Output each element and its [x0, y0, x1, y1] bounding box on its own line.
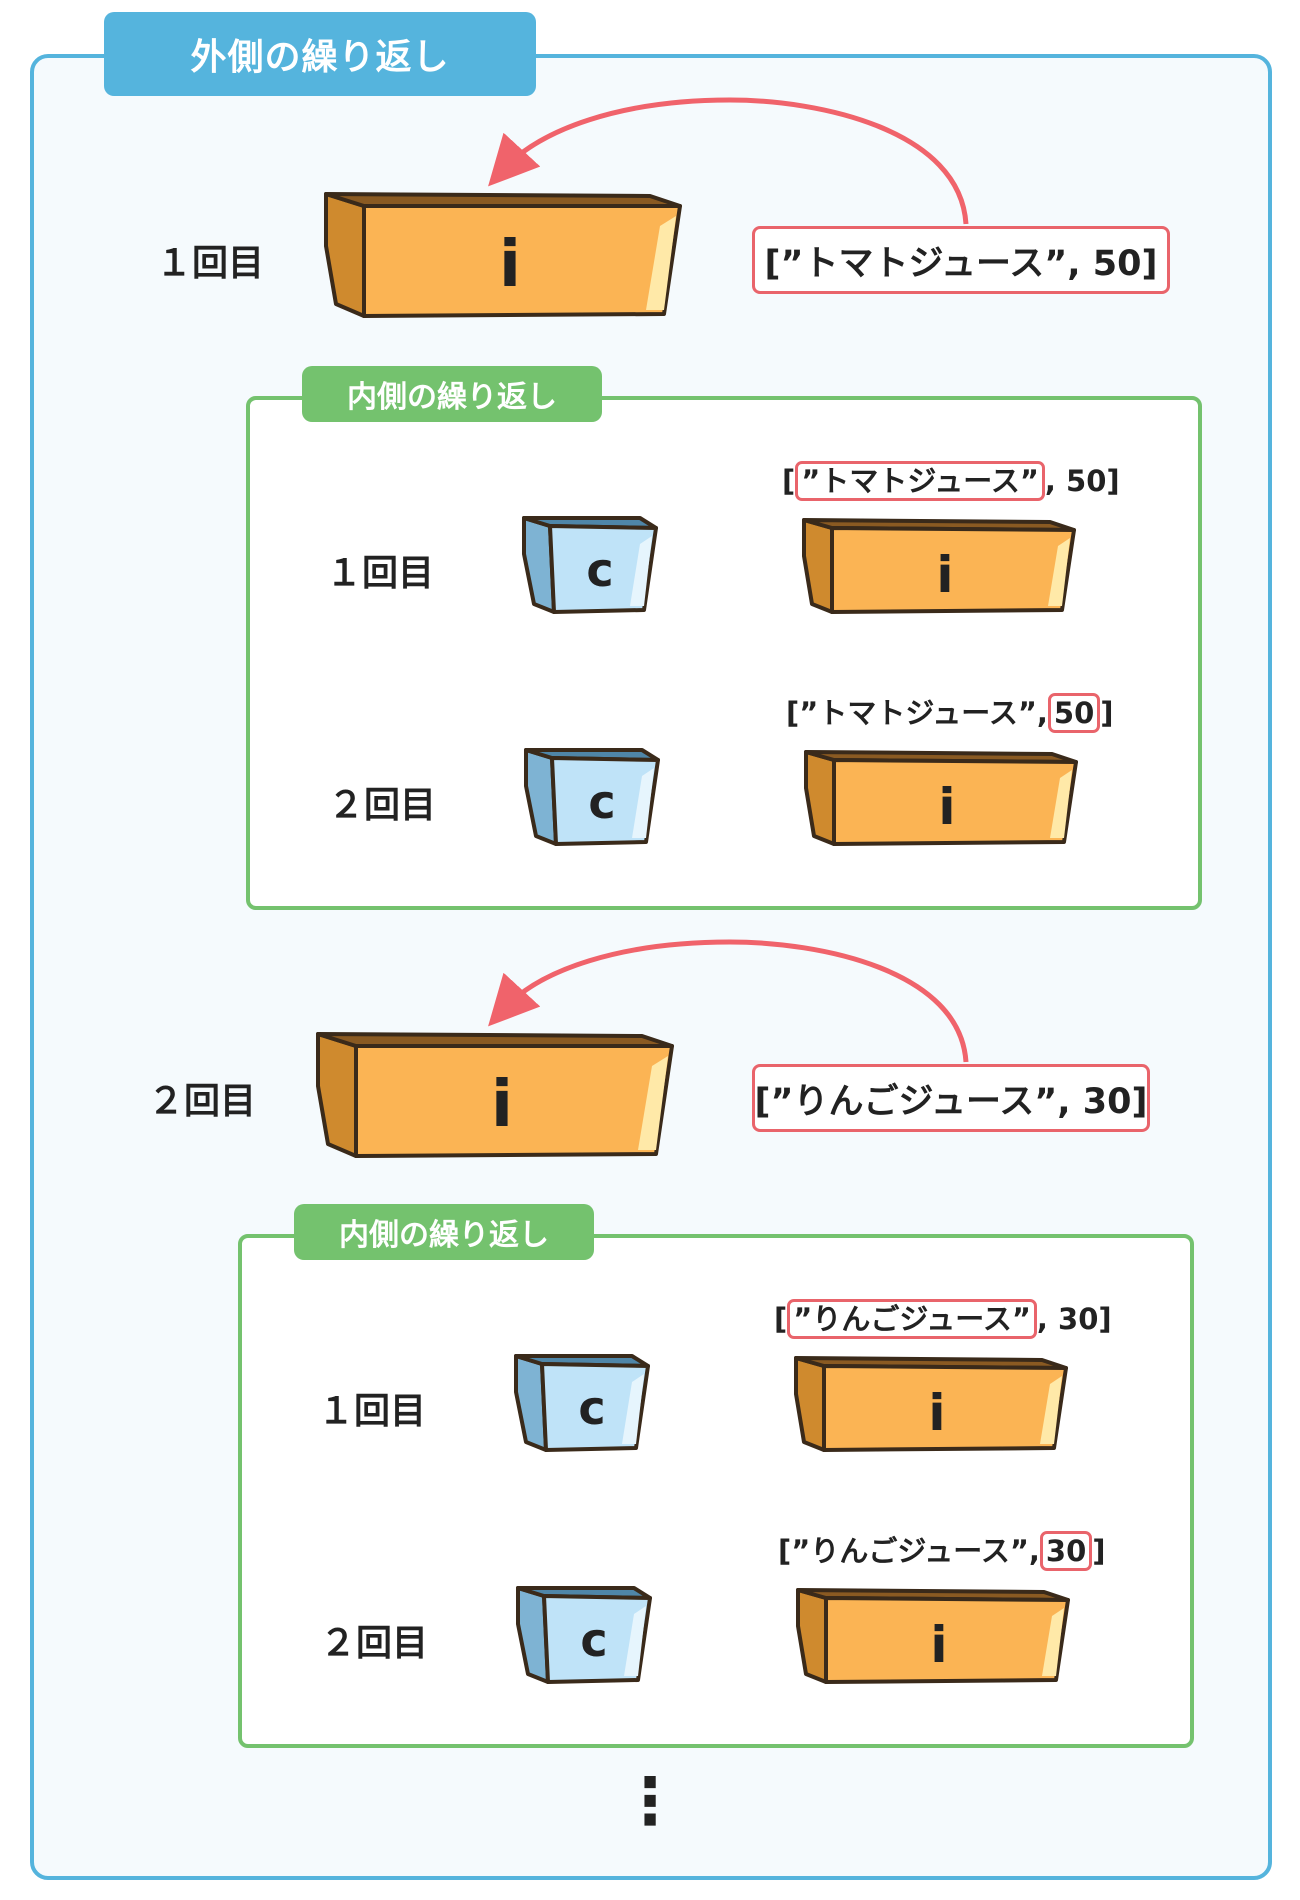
variable-name: i — [928, 1384, 945, 1442]
variable-name: c — [588, 775, 615, 829]
outer-list-label-2: [”りんごジュース”, 30] — [752, 1064, 1150, 1132]
list-text: , 50] — [1044, 464, 1120, 498]
outer-list-label-1: [”トマトジュース”, 50] — [752, 226, 1170, 294]
outer-iteration-2-label: ２回目 — [148, 1081, 257, 1122]
variable-name: c — [580, 1613, 607, 1667]
list-text: , 30] — [1036, 1302, 1112, 1336]
variable-box-c-icon: c — [514, 1354, 650, 1452]
variable-box-i-icon: i — [316, 1032, 674, 1158]
inner-1-row-2-label: ２回目 — [328, 785, 437, 826]
variable-box-i-icon: i — [324, 192, 682, 318]
variable-name: i — [499, 228, 521, 302]
highlighted-element: ”トマトジュース” — [795, 461, 1045, 501]
continuation-ellipsis: ⋮ — [618, 1765, 682, 1839]
inner-1-row-1-label: １回目 — [326, 553, 435, 594]
variable-name: i — [930, 1616, 947, 1674]
variable-name: c — [578, 1381, 605, 1435]
variable-name: i — [491, 1068, 513, 1142]
inner-2-row-2-list: [”りんごジュース”,30] — [778, 1528, 1106, 1571]
list-text: [”トマトジュース”, — [786, 696, 1048, 730]
variable-box-c-icon: c — [516, 1586, 652, 1684]
inner-loop-title-1: 内側の繰り返し — [302, 366, 602, 422]
highlighted-element: ”りんごジュース” — [787, 1299, 1037, 1339]
highlighted-element: 30 — [1039, 1531, 1093, 1571]
inner-2-row-2-label: ２回目 — [320, 1623, 429, 1664]
variable-name: i — [936, 546, 953, 604]
inner-2-row-1-label: １回目 — [318, 1391, 427, 1432]
variable-box-i-icon: i — [796, 1588, 1070, 1684]
inner-1-row-2-list: [”トマトジュース”,50] — [786, 690, 1114, 733]
variable-name: c — [586, 543, 613, 597]
list-text: ] — [1092, 1534, 1106, 1568]
inner-2-row-1-list: [”りんごジュース”, 30] — [774, 1296, 1112, 1339]
outer-loop-title: 外側の繰り返し — [104, 12, 536, 96]
list-text: [ — [774, 1302, 788, 1336]
list-text: [ — [782, 464, 796, 498]
variable-box-c-icon: c — [524, 748, 660, 846]
variable-box-i-icon: i — [794, 1356, 1068, 1452]
variable-box-i-icon: i — [804, 750, 1078, 846]
list-text: ] — [1100, 696, 1114, 730]
inner-loop-title-2: 内側の繰り返し — [294, 1204, 594, 1260]
variable-box-c-icon: c — [522, 516, 658, 614]
highlighted-element: 50 — [1047, 693, 1101, 733]
variable-name: i — [938, 778, 955, 836]
outer-iteration-1-label: １回目 — [156, 243, 265, 284]
variable-box-i-icon: i — [802, 518, 1076, 614]
inner-1-row-1-list: [”トマトジュース”, 50] — [782, 458, 1120, 501]
list-text: [”りんごジュース”, — [778, 1534, 1040, 1568]
